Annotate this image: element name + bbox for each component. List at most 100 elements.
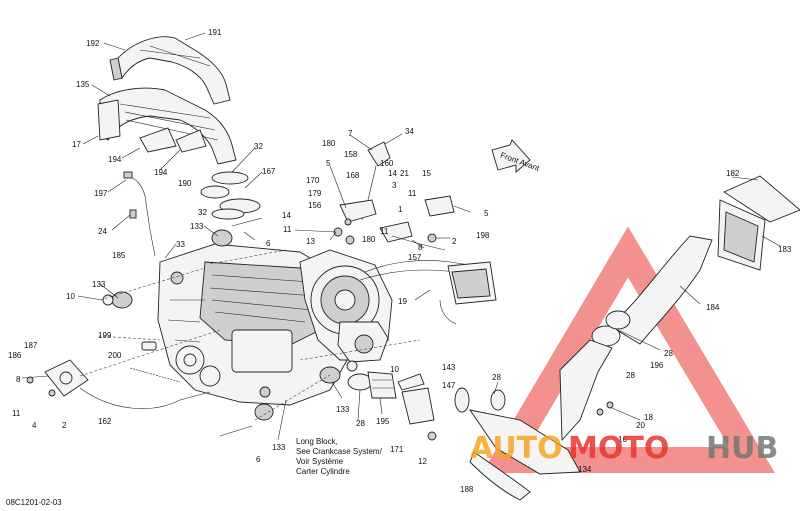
callout-162: 162: [98, 417, 112, 426]
callout-13: 13: [306, 237, 315, 246]
engine-mount-left: [21, 359, 211, 409]
callout-8: 8: [16, 375, 21, 384]
callout-6: 6: [266, 239, 271, 248]
shift-linkage: [333, 141, 455, 251]
intake-boots-lower: [347, 371, 437, 441]
bushing-199: [141, 341, 157, 351]
callout-11: 11: [12, 409, 21, 418]
callout-33: 33: [176, 240, 185, 249]
sensor-wire: [123, 171, 156, 257]
callout-157: 157: [408, 253, 422, 262]
callout-168: 168: [346, 171, 360, 180]
callout-187: 187: [24, 341, 38, 350]
callout-17: 17: [72, 140, 81, 149]
callout-5: 5: [326, 159, 331, 168]
callout-2-b: 2: [452, 237, 457, 246]
figure-code: 08C1201-02-03: [6, 498, 62, 507]
callout-32-b: 32: [198, 208, 207, 217]
note-line-2: See Crankcase System/: [296, 447, 383, 456]
watermark-triangle: [482, 226, 775, 473]
callout-28-c: 28: [664, 349, 673, 358]
callout-34: 34: [405, 127, 414, 136]
air-duct-upper: [109, 36, 231, 105]
alignment-lines: [79, 249, 421, 421]
callout-3: 3: [392, 181, 397, 190]
callout-16: 16: [618, 435, 627, 444]
callout-24: 24: [98, 227, 107, 236]
callout-194-b: 194: [154, 168, 168, 177]
callout-14-b: 14: [282, 211, 291, 220]
callout-185: 185: [112, 251, 126, 260]
wiring-harness: [359, 260, 471, 325]
callout-4: 4: [32, 421, 37, 430]
callout-1: 1: [398, 205, 403, 214]
callout-7: 7: [348, 129, 353, 138]
callout-184: 184: [706, 303, 720, 312]
callout-160: 160: [380, 159, 394, 168]
callout-191: 191: [208, 28, 222, 37]
callout-171: 171: [390, 445, 404, 454]
leader-lines: [77, 32, 781, 441]
callout-20: 20: [636, 421, 645, 430]
callout-170: 170: [306, 176, 320, 185]
callout-192: 192: [86, 39, 100, 48]
callout-14: 14: [388, 169, 397, 178]
callout-11-d: 11: [408, 189, 417, 198]
callout-135: 135: [76, 80, 90, 89]
note-line-3: Voir Système: [296, 457, 344, 466]
bolt-6: [219, 217, 263, 437]
callout-28-b: 28: [492, 373, 501, 382]
note-line-1: Long Block,: [296, 437, 338, 446]
spring-200: [129, 367, 181, 383]
callout-2: 2: [62, 421, 67, 430]
front-direction-arrow: Front Avant: [491, 139, 541, 173]
callout-147: 147: [442, 381, 456, 390]
brand-auto: AUTO: [470, 431, 563, 466]
washers-10: [102, 294, 358, 372]
callout-10-b: 10: [390, 365, 399, 374]
ecu-module: [447, 261, 497, 305]
callout-labels: 192 191 135 17 194 194 32 190 167 32 197…: [8, 28, 792, 494]
callout-186: 186: [8, 351, 22, 360]
callout-21: 21: [400, 169, 409, 178]
callout-28-d: 28: [626, 371, 635, 380]
callout-156: 156: [308, 201, 322, 210]
callout-180: 180: [322, 139, 336, 148]
callout-32: 32: [254, 142, 263, 151]
callout-167: 167: [262, 167, 276, 176]
callout-196: 196: [650, 361, 664, 370]
callout-15: 15: [422, 169, 431, 178]
air-intake-right: [454, 175, 800, 501]
callout-28: 28: [356, 419, 365, 428]
air-duct-lower: [97, 87, 237, 165]
callout-133-d: 133: [336, 405, 350, 414]
callout-180-b: 180: [362, 235, 376, 244]
callout-183: 183: [778, 245, 792, 254]
callout-143: 143: [442, 363, 456, 372]
callout-10: 10: [66, 292, 75, 301]
callout-133: 133: [190, 222, 204, 231]
callout-194: 194: [108, 155, 122, 164]
callout-134: 134: [578, 465, 592, 474]
callout-182: 182: [726, 169, 740, 178]
callout-179: 179: [308, 189, 322, 198]
callout-158: 158: [344, 150, 358, 159]
long-block-note: Long Block, See Crankcase System/ Voir S…: [296, 437, 383, 476]
callout-133-c: 133: [272, 443, 286, 452]
callout-18: 18: [644, 413, 653, 422]
callout-190: 190: [178, 179, 192, 188]
callout-195: 195: [376, 417, 390, 426]
callout-133-b: 133: [92, 280, 106, 289]
callout-199: 199: [98, 331, 112, 340]
callout-200: 200: [108, 351, 122, 360]
callout-6-b: 6: [256, 455, 261, 464]
callout-11-c: 11: [380, 227, 389, 236]
note-line-4: Carter Cylindre: [296, 467, 350, 476]
watermark-brand: AUTO MOTO HUB: [470, 431, 778, 466]
mounts-133: [111, 229, 341, 421]
brand-hub: HUB: [706, 431, 778, 466]
callout-5-b: 5: [484, 209, 489, 218]
callout-19: 19: [398, 297, 407, 306]
hose-clamps: [200, 171, 261, 220]
